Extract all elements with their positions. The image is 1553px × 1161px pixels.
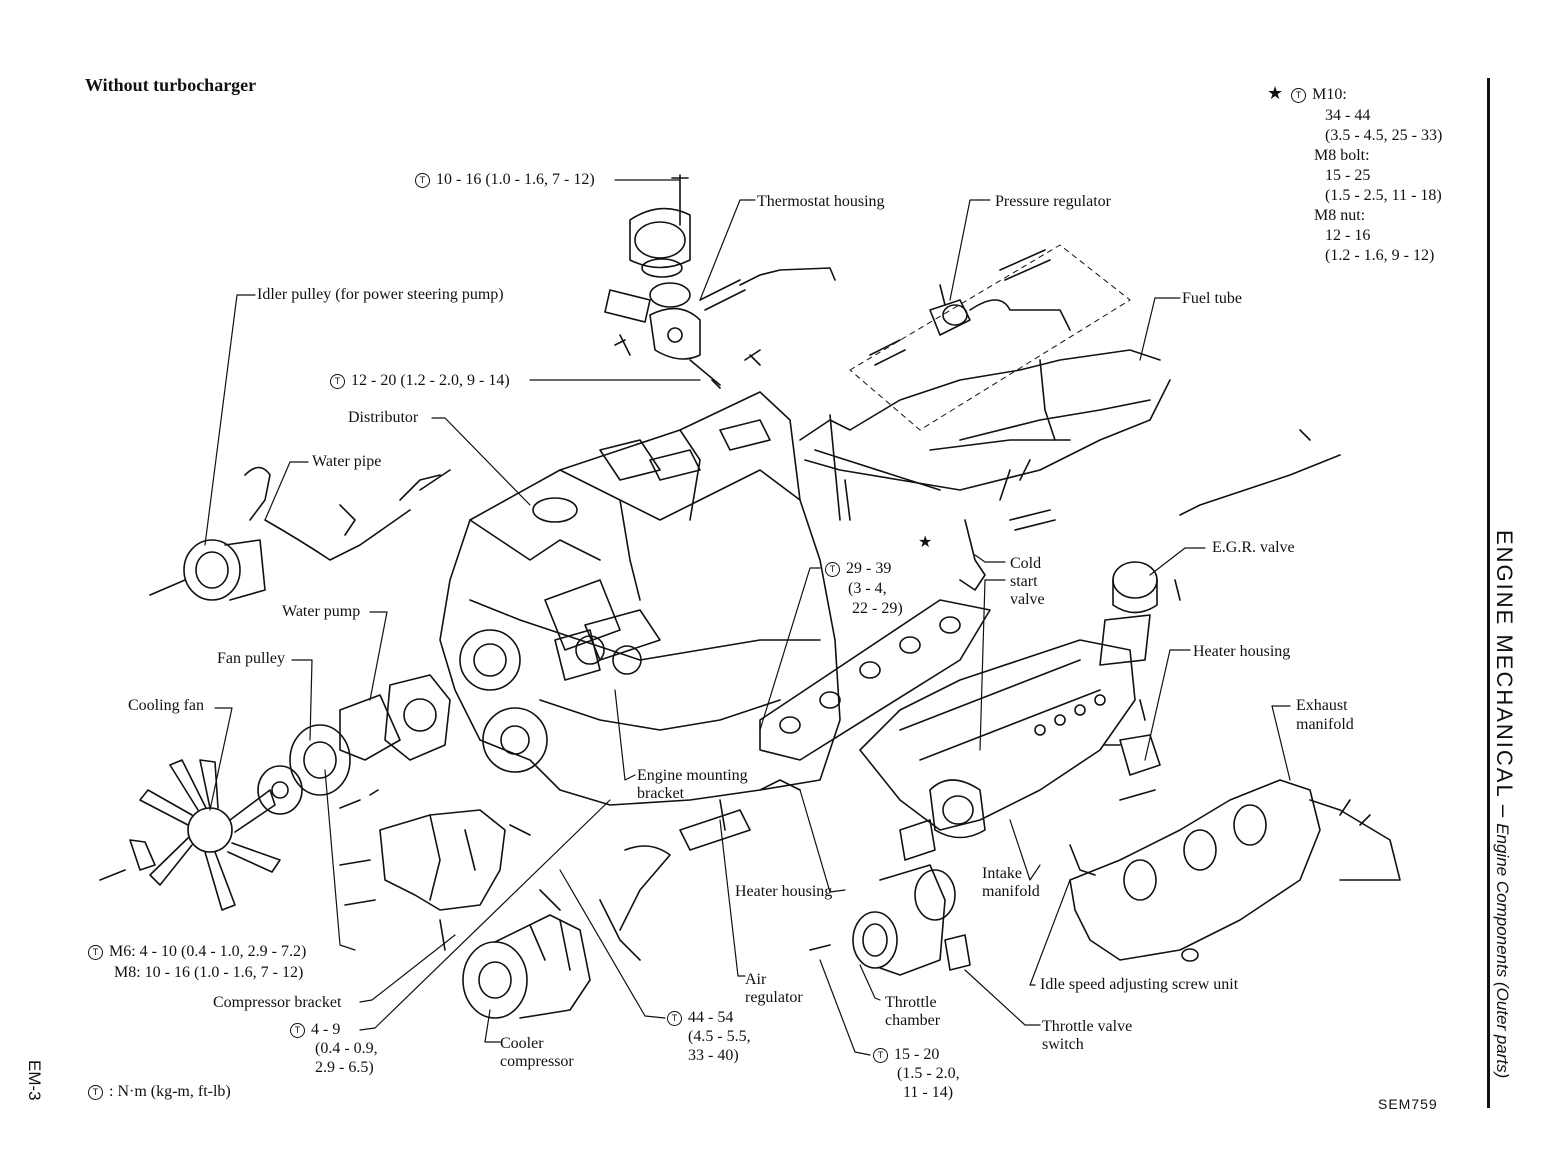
idler-pulley-art — [149, 466, 451, 601]
compressor-bracket-art — [339, 809, 531, 951]
cooler-compressor-label: compressor — [500, 1053, 574, 1070]
torque-44-54-line: 33 - 40) — [688, 1047, 739, 1064]
torque-4-9-line: 2.9 - 6.5) — [315, 1059, 374, 1076]
throttle-chamber-label: Throttle — [885, 994, 937, 1011]
leader-lines — [204, 179, 1291, 1056]
heater-housing-right-art — [1104, 699, 1161, 801]
torque-icon: T — [88, 945, 103, 960]
unit-legend: T: N·m (kg-m, ft-lb) — [88, 1082, 231, 1101]
engine-mounting-bracket-label: bracket — [637, 785, 685, 802]
torque-29-39-line: 22 - 29) — [852, 600, 903, 617]
spec-line: (3.5 - 4.5, 25 - 33) — [1325, 127, 1443, 144]
idler-pulley-label: Idler pulley (for power steering pump) — [257, 286, 504, 303]
torque-15-20-line: 11 - 14) — [903, 1084, 954, 1101]
torque-icon: T — [415, 173, 430, 188]
air-regulator-label: Air — [745, 971, 767, 988]
side-title-main: ENGINE MECHANICAL — [1492, 530, 1517, 799]
figure-code: SEM759 — [1378, 1096, 1438, 1112]
cold-start-valve-label: start — [1010, 573, 1038, 590]
throttle-chamber-label: chamber — [885, 1012, 941, 1029]
compressor-bracket-label: Compressor bracket — [213, 994, 342, 1011]
spec-line: (1.5 - 2.5, 11 - 18) — [1325, 187, 1442, 204]
distributor-label: Distributor — [348, 409, 419, 426]
throttle-valve-switch-label: switch — [1042, 1036, 1084, 1053]
exhaust-manifold-label: manifold — [1296, 716, 1354, 733]
throttle-valve-switch-label: Throttle valve — [1042, 1018, 1133, 1035]
exhaust-manifold-label: Exhaust — [1296, 697, 1348, 714]
spec-line: 12 - 16 — [1325, 227, 1371, 244]
torque-icon: T — [667, 1011, 682, 1026]
pressure-regulator-art — [849, 244, 1131, 431]
star-icon: ★ — [1267, 83, 1284, 103]
heater-housing-right-label: Heater housing — [1193, 643, 1291, 660]
throttle-chamber-art — [809, 819, 971, 976]
cold-start-valve-label: Cold — [1010, 555, 1042, 572]
cooler-compressor-label: Cooler — [500, 1035, 544, 1052]
side-title-dash: – — [1492, 798, 1517, 824]
water-pump-art — [257, 674, 451, 815]
side-title: ENGINE MECHANICAL – Engine Components (O… — [1492, 530, 1522, 1130]
side-divider — [1487, 78, 1490, 1108]
idle-speed-unit-label: Idle speed adjusting screw unit — [1040, 976, 1239, 993]
intake-manifold-art — [859, 509, 1136, 839]
engine-mounting-bracket-label: Engine mounting — [637, 767, 748, 784]
torque-m8-label: M8: 10 - 16 (1.0 - 1.6, 7 - 12) — [114, 964, 304, 981]
side-title-sub: Engine Components (Outer parts) — [1493, 823, 1512, 1079]
torque-29-39-line: (3 - 4, — [848, 580, 887, 597]
torque-icon: T — [290, 1023, 305, 1038]
torque-icon: T — [825, 562, 840, 577]
torque-4-9-line: (0.4 - 0.9, — [315, 1040, 378, 1057]
torque-icon: T — [1291, 88, 1307, 103]
fuel-tube-label: Fuel tube — [1182, 290, 1242, 307]
thermostat-housing-art — [604, 174, 836, 389]
egr-valve-label: E.G.R. valve — [1212, 539, 1295, 556]
star-marker: ★ — [918, 534, 933, 551]
spec-line: M8 bolt: — [1314, 147, 1370, 164]
cooler-compressor-art — [462, 889, 591, 1019]
spec-box-head: ★ T M10: — [1267, 84, 1347, 104]
page-code: EM-3 — [25, 1060, 48, 1120]
air-regulator-label: regulator — [745, 989, 803, 1006]
torque-icon: T — [330, 374, 345, 389]
water-pump-label: Water pump — [282, 603, 361, 620]
egr-valve-art — [1099, 429, 1341, 666]
fuel-tube-art — [799, 349, 1171, 521]
exhaust-manifold-art — [1069, 779, 1401, 961]
engine-block — [439, 391, 841, 806]
thermostat-housing-label: Thermostat housing — [757, 193, 885, 210]
intake-manifold-label: manifold — [982, 883, 1040, 900]
torque-icon: T — [88, 1085, 103, 1100]
cooling-fan-art — [99, 759, 281, 911]
spec-line: M8 nut: — [1314, 207, 1366, 224]
fan-pulley-label: Fan pulley — [217, 650, 285, 667]
heater-housing-center-label: Heater housing — [735, 883, 833, 900]
spec-line: (1.2 - 1.6, 9 - 12) — [1325, 247, 1435, 264]
intake-manifold-label: Intake — [982, 865, 1022, 882]
spec-m10-label: M10: — [1312, 86, 1347, 103]
idle-speed-unit-art — [1069, 844, 1199, 962]
spec-line: 34 - 44 — [1325, 107, 1371, 124]
torque-15-20-line: (1.5 - 2.0, — [897, 1065, 960, 1082]
gasket-art — [759, 599, 991, 761]
torque-icon: T — [873, 1048, 888, 1063]
torque-44-54-line: (4.5 - 5.5, — [688, 1028, 751, 1045]
water-pipe-label: Water pipe — [312, 453, 382, 470]
pressure-regulator-label: Pressure regulator — [995, 193, 1111, 210]
spec-line: 15 - 25 — [1325, 167, 1371, 184]
heater-housing-center-art — [599, 779, 801, 961]
diagram-title: Without turbocharger — [85, 75, 257, 95]
cooling-fan-label: Cooling fan — [128, 697, 204, 714]
page-code-text: EM-3 — [25, 1060, 44, 1101]
cold-start-valve-label: valve — [1010, 591, 1045, 608]
